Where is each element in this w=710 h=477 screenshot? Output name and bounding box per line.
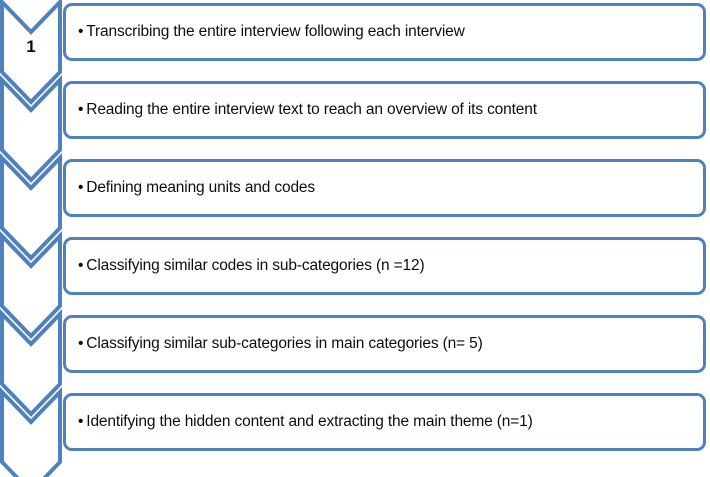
step-4-text: •Classifying similar codes in sub-catego… (78, 257, 425, 275)
step-box-4[interactable]: •Classifying similar codes in sub-catego… (63, 237, 706, 295)
step-box-6[interactable]: •Identifying the hidden content and extr… (63, 393, 706, 451)
chevron-step-6[interactable]: 6 (0, 387, 68, 477)
chevron-down-icon (0, 309, 62, 417)
chevron-down-icon (0, 0, 62, 105)
step-5-label: Classifying similar sub-categories in ma… (86, 335, 483, 352)
step-6-text: •Identifying the hidden content and extr… (78, 413, 533, 431)
step-4-label: Classifying similar codes in sub-categor… (86, 257, 425, 274)
chevron-step-5[interactable]: 5 (0, 309, 68, 417)
step-box-3[interactable]: •Defining meaning units and codes (63, 159, 706, 217)
bullet-icon: • (78, 101, 84, 118)
step-6-label: Identifying the hidden content and extra… (86, 413, 533, 430)
step-2-text: •Reading the entire interview text to re… (78, 101, 537, 119)
bullet-icon: • (78, 23, 84, 40)
bullet-icon: • (78, 335, 84, 352)
step-3-label: Defining meaning units and codes (86, 179, 315, 196)
step-1-label: Transcribing the entire interview follow… (86, 23, 465, 40)
step-box-5[interactable]: •Classifying similar sub-categories in m… (63, 315, 706, 373)
step-2-label: Reading the entire interview text to rea… (86, 101, 537, 118)
step-box-2[interactable]: •Reading the entire interview text to re… (63, 81, 706, 139)
chevron-step-4[interactable]: 4 (0, 231, 68, 339)
step-1-text: •Transcribing the entire interview follo… (78, 23, 465, 41)
bullet-icon: • (78, 257, 84, 274)
step-3-text: •Defining meaning units and codes (78, 179, 315, 197)
bullet-icon: • (78, 413, 84, 430)
step-box-1[interactable]: •Transcribing the entire interview follo… (63, 3, 706, 61)
bullet-icon: • (78, 179, 84, 196)
chevron-down-icon (0, 231, 62, 339)
chevron-down-icon (0, 75, 62, 183)
step-5-text: •Classifying similar sub-categories in m… (78, 335, 483, 353)
chevron-down-icon (0, 153, 62, 261)
chevron-down-icon (0, 387, 62, 477)
